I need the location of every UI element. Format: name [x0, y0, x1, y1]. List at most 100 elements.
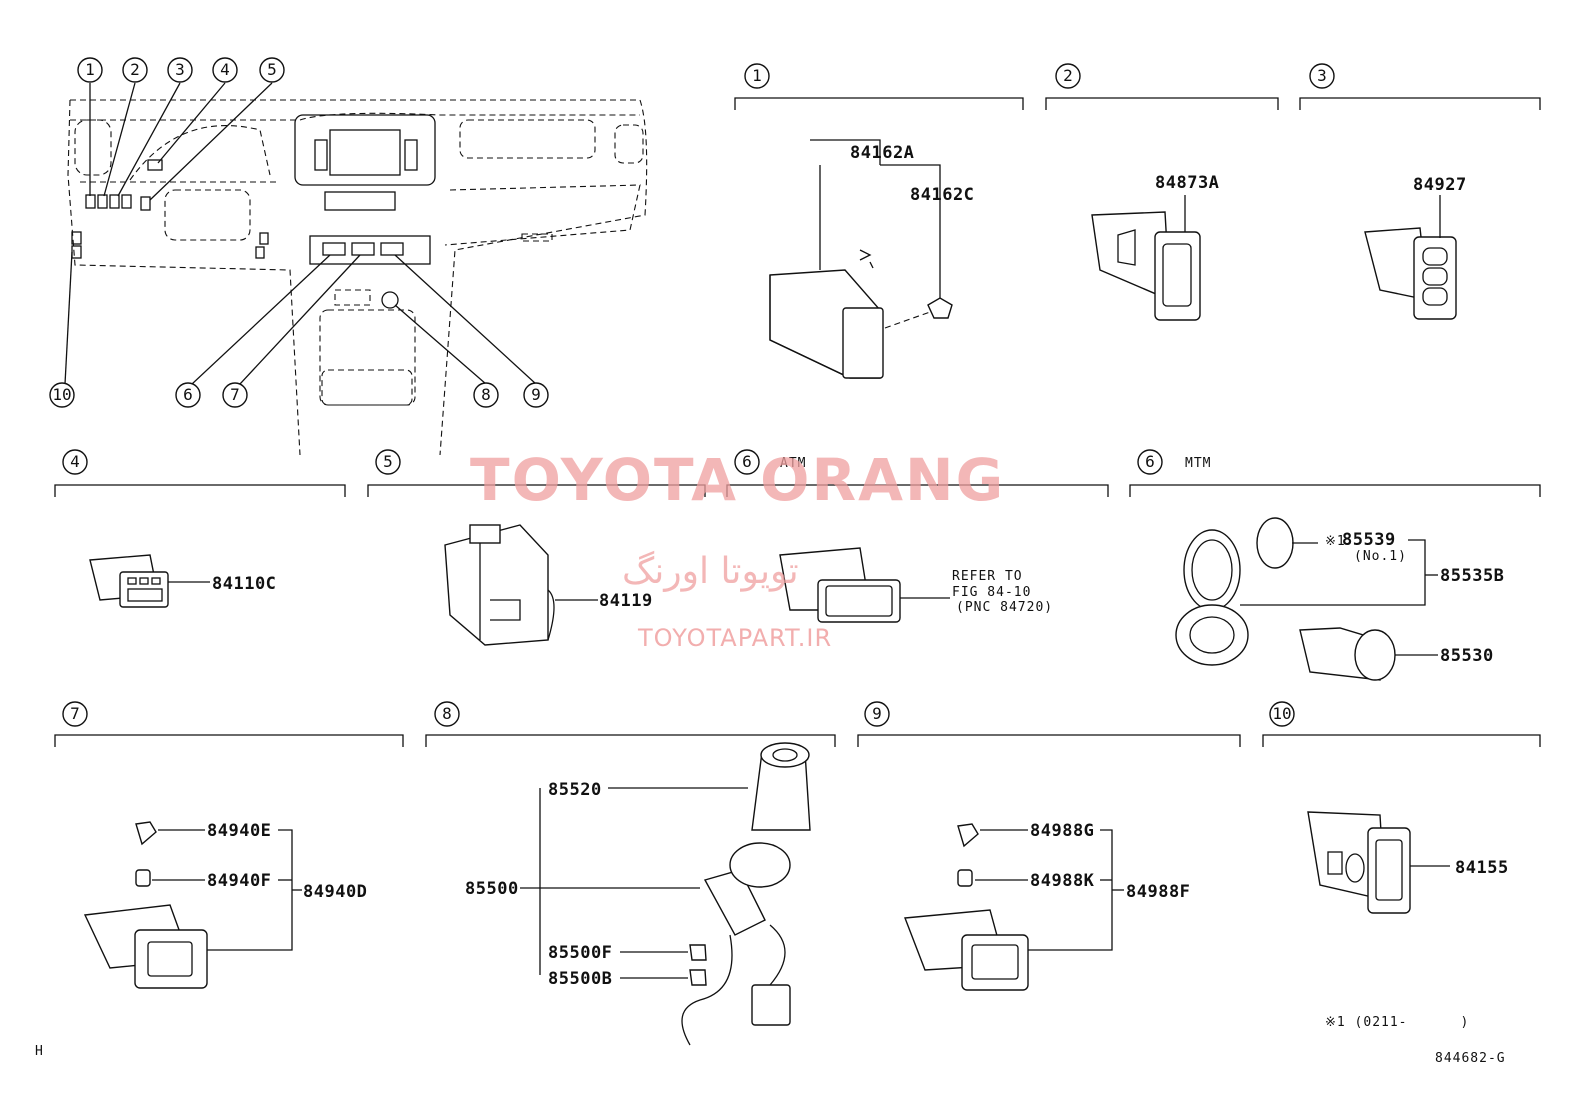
corner-mark: H: [35, 1044, 44, 1059]
section-header-10: 10: [1262, 701, 1541, 747]
svg-text:7: 7: [230, 385, 240, 404]
section-header-6-mtm: 6 MTM: [1129, 449, 1541, 497]
part-85520: 85520: [548, 780, 602, 800]
section-number: 1: [752, 66, 762, 85]
overview-callout-1: 1: [77, 57, 103, 83]
svg-text:1: 1: [85, 60, 95, 79]
part-84988G: 84988G: [1030, 821, 1094, 841]
section-number: 6: [742, 452, 752, 471]
section-header-7: 7: [54, 701, 404, 747]
part-84162A: 84162A: [850, 143, 914, 163]
part-84110C: 84110C: [212, 574, 276, 594]
section-7-parts: 84940E 84940F 84940D: [83, 821, 367, 989]
watermark-line-3: TOYOTAPART.IR: [637, 624, 832, 652]
section-1-parts: 84162A 84162C: [769, 139, 974, 379]
part-84940D: 84940D: [303, 882, 367, 902]
watermark: TOYOTA ORANG تویوتا اورنگ TOYOTAPART.IR: [470, 446, 1005, 652]
figure-code: 844682-G: [1435, 1051, 1506, 1066]
watermark-line-2: تویوتا اورنگ: [622, 550, 799, 592]
section-number: 2: [1063, 66, 1073, 85]
section-number: 6: [1145, 452, 1155, 471]
section-header-1: 1: [734, 63, 1024, 110]
svg-text:3: 3: [175, 60, 185, 79]
section-bracket: [1045, 97, 1279, 110]
section-bracket: [367, 484, 706, 497]
section-2-parts: 84873A: [1091, 173, 1219, 321]
section-bracket: [1129, 484, 1541, 497]
overview-callout-10: 10: [49, 382, 75, 408]
section-10-parts: 84155: [1307, 811, 1509, 914]
section-number: 7: [70, 704, 80, 723]
overview-callout-5: 5: [259, 57, 285, 83]
section-header-4: 4: [54, 449, 346, 497]
svg-text:6: 6: [183, 385, 193, 404]
section-3-parts: 84927: [1364, 175, 1467, 320]
overview-callout-9: 9: [523, 382, 549, 408]
overview-callout-8: 8: [473, 382, 499, 408]
section-8-parts: 85520 85500 85500F 85500B: [465, 742, 811, 1046]
section-bracket: [425, 734, 836, 747]
part-84940F: 84940F: [207, 871, 271, 891]
section-bracket: [54, 484, 346, 497]
part-85500B: 85500B: [548, 969, 612, 989]
part-85500F: 85500F: [548, 943, 612, 963]
overview-callout-6: 6: [175, 382, 201, 408]
section-number: 9: [872, 704, 882, 723]
section-number: 3: [1317, 66, 1327, 85]
section-header-2: 2: [1045, 63, 1279, 110]
part-84988K: 84988K: [1030, 871, 1095, 891]
section-bracket: [1299, 97, 1541, 110]
section-number: 4: [70, 452, 80, 471]
part-85539-note: (No.1): [1354, 549, 1407, 564]
svg-text:9: 9: [531, 385, 541, 404]
section-variant: MTM: [1185, 456, 1211, 471]
section-9-parts: 84988G 84988K 84988F: [904, 821, 1190, 991]
part-85535B: 85535B: [1440, 566, 1504, 586]
section-bracket: [54, 734, 404, 747]
section-header-3: 3: [1299, 63, 1541, 110]
overview-callout-2: 2: [122, 57, 148, 83]
dashboard-overview: [64, 82, 648, 456]
svg-text:5: 5: [267, 60, 277, 79]
section-number: 5: [383, 452, 393, 471]
part-84119: 84119: [599, 591, 653, 611]
overview-callout-4: 4: [212, 57, 238, 83]
section-6-atm-parts: REFER TO FIG 84-10 (PNC 84720): [779, 547, 1053, 623]
part-84940E: 84940E: [207, 821, 271, 841]
refer-line-2: FIG 84-10: [952, 585, 1031, 600]
refer-line-1: REFER TO: [952, 569, 1023, 584]
part-84873A: 84873A: [1155, 173, 1219, 193]
part-85530: 85530: [1440, 646, 1494, 666]
section-6-mtm-parts: ※1 85539 (No.1) 85535B 85530: [1175, 517, 1504, 681]
svg-text:4: 4: [220, 60, 230, 79]
section-5-parts: 84119: [444, 524, 653, 646]
section-number: 10: [1272, 704, 1291, 723]
section-header-8: 8: [425, 701, 836, 747]
part-85500: 85500: [465, 879, 519, 899]
svg-text:10: 10: [52, 385, 71, 404]
part-84927: 84927: [1413, 175, 1467, 195]
part-85539: 85539: [1342, 530, 1396, 550]
note-mark-1: ※1: [1325, 534, 1346, 549]
watermark-line-1: TOYOTA ORANG: [470, 446, 1005, 514]
overview-callouts: 1 2 3 4 5 6 7 8 9 10: [49, 57, 549, 408]
svg-text:2: 2: [130, 60, 140, 79]
section-bracket: [726, 484, 1109, 497]
section-bracket: [1262, 734, 1541, 747]
part-84155: 84155: [1455, 858, 1509, 878]
section-variant: ATM: [780, 456, 806, 471]
overview-callout-3: 3: [167, 57, 193, 83]
section-bracket: [734, 97, 1024, 110]
svg-text:8: 8: [481, 385, 491, 404]
section-header-5: 5: [367, 449, 706, 497]
refer-line-3: (PNC 84720): [956, 600, 1053, 615]
section-number: 8: [442, 704, 452, 723]
section-4-parts: 84110C: [89, 554, 276, 608]
part-84162C: 84162C: [910, 185, 974, 205]
section-header-9: 9: [857, 701, 1241, 747]
footnote: ※1 (0211- ): [1325, 1015, 1469, 1030]
section-bracket: [857, 734, 1241, 747]
section-header-6-atm: 6 ATM: [726, 449, 1109, 497]
